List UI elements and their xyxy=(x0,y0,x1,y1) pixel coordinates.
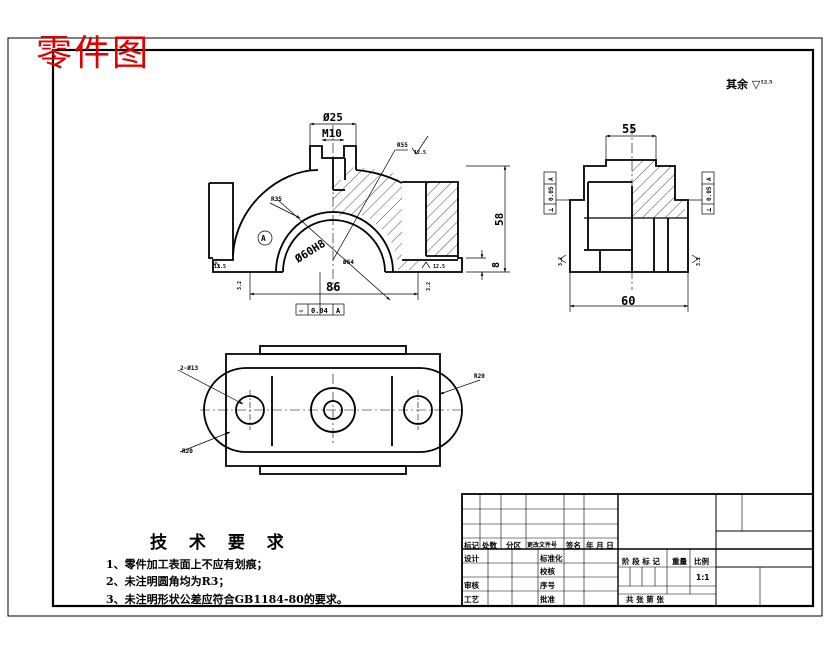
tech-requirement-2: 2、未注明圆角均为R3； xyxy=(106,575,230,588)
side-view xyxy=(569,125,689,290)
roughness-note: 其余 ▽12.5 xyxy=(726,76,773,92)
tb-seq: 序号 xyxy=(540,581,555,590)
front-hatch-block xyxy=(426,182,458,256)
perp-right-symbol: ⊥ xyxy=(705,208,713,212)
dim-rough-right: 12.5 xyxy=(433,264,445,270)
tb-count: 处数 xyxy=(482,541,497,550)
dim-holes: 2-Ø13 xyxy=(180,365,198,372)
datum-marker-a: A xyxy=(261,234,266,243)
tb-stage-mark: 阶 段 标 记 xyxy=(622,557,660,566)
tb-standardize: 标准化 xyxy=(540,554,563,563)
tb-design: 设计 xyxy=(464,554,479,563)
dim-r55: R55 xyxy=(397,142,408,149)
dim-d60h8: Ø60H8 xyxy=(292,237,328,266)
dim-flatness: 0.04 xyxy=(311,307,328,315)
perp-left-tol: 0.05 xyxy=(548,186,555,201)
side-rough-left: 3.2 xyxy=(558,257,564,266)
tb-proofread: 校核 xyxy=(540,567,555,576)
dim-h58: 58 xyxy=(493,213,506,226)
dim-datum: A xyxy=(336,307,341,315)
top-dim-text: 2-Ø13 R20 R20 xyxy=(180,365,485,455)
roughness-check-icon: ▽ xyxy=(751,78,761,91)
top-dimensions xyxy=(177,369,481,453)
dim-tol-left: 3.2 xyxy=(237,281,243,290)
roughness-note-value: 12.5 xyxy=(760,79,773,86)
tech-requirement-1: 1、零件加工表面上不应有划痕； xyxy=(106,558,268,571)
dim-d25: Ø25 xyxy=(322,111,343,124)
tb-approve: 批准 xyxy=(540,595,555,604)
perp-right-tol: 0.05 xyxy=(706,186,713,201)
side-rough-right: 3.2 xyxy=(696,257,702,266)
top-view xyxy=(200,345,465,475)
dim-w86: 86 xyxy=(326,280,340,294)
front-view xyxy=(208,125,463,290)
dim-m10: M10 xyxy=(322,127,342,140)
dim-r20-top: R20 xyxy=(474,373,485,380)
dim-d64: Ø64 xyxy=(342,259,354,266)
dim-r35: R35 xyxy=(271,196,282,203)
front-hatch-region xyxy=(333,167,418,270)
tb-craft: 工艺 xyxy=(464,595,479,604)
dim-r20-bottom: R20 xyxy=(182,448,193,455)
perp-left-datum: A xyxy=(548,177,555,181)
front-dimensions xyxy=(211,122,510,316)
side-dim-text: 55 60 ⊥ 0.05 A ⊥ 0.05 A 3.2 3.2 xyxy=(547,122,713,308)
roughness-note-label: 其余 xyxy=(726,78,748,91)
tb-scale-value: 1:1 xyxy=(696,573,710,582)
tech-requirement-3: 3、未注明形状公差应符合GB1184-80的要求。 xyxy=(106,593,348,606)
tb-change-doc: 更改文件号 xyxy=(527,542,558,549)
tb-signature: 签名 xyxy=(566,541,581,550)
perp-right-datum: A xyxy=(706,177,713,181)
dim-tol-right: 3.2 xyxy=(426,282,432,291)
tb-sheets: 共 张 第 张 xyxy=(626,595,664,604)
outer-frame xyxy=(7,37,823,617)
tech-requirements-title: 技 术 要 求 xyxy=(150,533,292,553)
side-hatch-region xyxy=(632,160,685,218)
drawing-title-overlay: 零件图 xyxy=(36,33,151,74)
dim-rough-left: 12.5 xyxy=(214,264,226,270)
flatness-symbol: ▱ xyxy=(299,307,304,315)
tb-mark: 标记 xyxy=(464,541,479,550)
dim-rough-12-5: 12.5 xyxy=(414,150,426,156)
tb-scale: 比例 xyxy=(694,557,709,566)
tb-weight: 重量 xyxy=(672,557,687,566)
tb-date: 年 月 日 xyxy=(586,541,614,550)
dim-w60: 60 xyxy=(621,294,635,308)
tb-check: 审核 xyxy=(464,581,479,590)
side-dimensions xyxy=(543,134,715,312)
dim-w55: 55 xyxy=(622,122,636,136)
dim-h8: 8 xyxy=(491,262,502,268)
tb-zone: 分区 xyxy=(506,541,521,550)
inner-frame xyxy=(51,48,815,608)
title-block xyxy=(461,493,814,607)
perp-left-symbol: ⊥ xyxy=(547,208,555,212)
